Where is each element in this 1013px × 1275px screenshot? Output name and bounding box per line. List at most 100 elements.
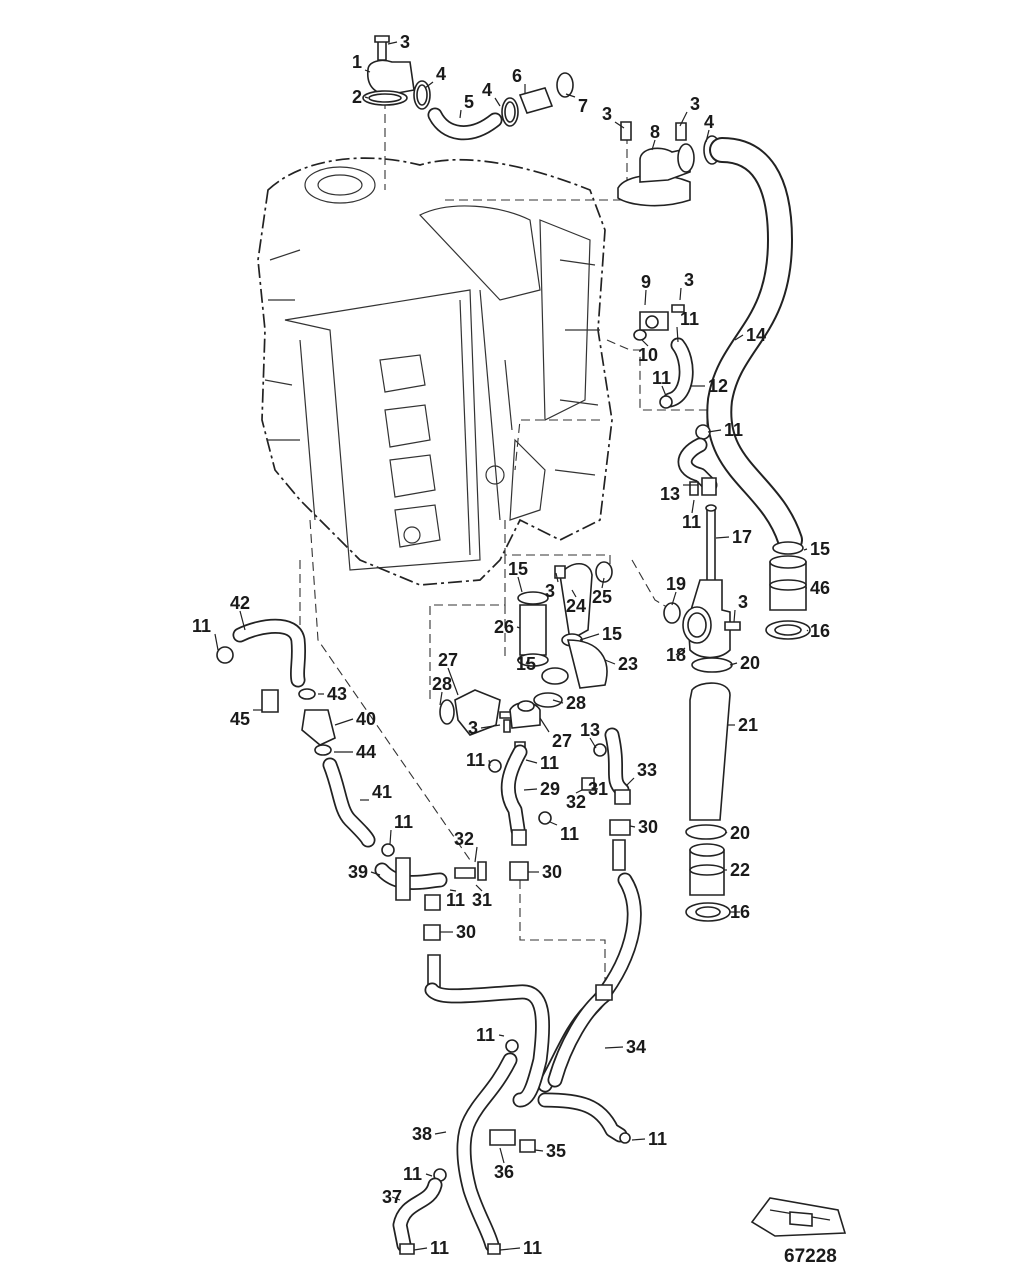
callout-41: 41 <box>372 782 392 802</box>
callout-26: 26 <box>494 617 514 637</box>
callout-leader-12 <box>644 289 647 306</box>
callout-1: 1 <box>352 52 362 72</box>
callout-leader-16 <box>734 334 744 341</box>
bottom-hose-assembly <box>392 954 631 1255</box>
callout-leader-37 <box>675 647 686 656</box>
fitting-33-assembly <box>581 727 631 805</box>
callout-9: 9 <box>641 272 651 292</box>
callout-15: 15 <box>516 654 536 674</box>
callout-leader-31 <box>516 626 521 629</box>
left-hose-assembly <box>216 618 376 848</box>
callout-11: 11 <box>560 824 579 844</box>
callout-leader-29 <box>671 591 677 606</box>
boat-orientation-icon <box>750 1197 847 1237</box>
callout-leader-4 <box>364 96 369 99</box>
callout-38: 38 <box>412 1124 432 1144</box>
callout-leader-55 <box>591 787 599 790</box>
callout-34: 34 <box>626 1037 646 1057</box>
callout-leader-10 <box>651 139 656 151</box>
callout-leader-78 <box>413 1247 428 1251</box>
callout-22: 22 <box>730 860 750 880</box>
callout-32: 32 <box>454 829 474 849</box>
callout-36: 36 <box>494 1162 514 1182</box>
fitting-9-assembly <box>633 304 694 409</box>
callout-3: 3 <box>684 270 694 290</box>
callout-leader-36 <box>214 633 219 651</box>
callout-leader-21 <box>691 499 695 514</box>
callout-11: 11 <box>466 750 485 770</box>
callout-leader-76 <box>425 1173 433 1177</box>
callout-leader-53 <box>625 777 635 787</box>
callout-leader-7 <box>565 93 576 98</box>
callout-27: 27 <box>438 650 458 670</box>
callout-13: 13 <box>580 720 600 740</box>
callout-4: 4 <box>436 64 446 84</box>
callout-leader-42 <box>552 699 564 704</box>
callout-leaders <box>214 41 809 1251</box>
callout-leader-19 <box>707 429 722 433</box>
callout-3: 3 <box>738 592 748 612</box>
callout-28: 28 <box>566 693 586 713</box>
callout-6: 6 <box>512 66 522 86</box>
figure-number: 67228 <box>784 1246 837 1267</box>
callout-leader-6 <box>459 109 462 119</box>
callout-29: 29 <box>540 779 560 799</box>
callout-leader-17 <box>661 385 667 397</box>
callout-16: 16 <box>730 902 750 922</box>
callout-leader-22 <box>715 536 730 539</box>
callout-leader-74 <box>534 1149 544 1152</box>
callout-30: 30 <box>638 817 658 837</box>
callout-11: 11 <box>540 753 559 773</box>
callout-3: 3 <box>690 94 700 114</box>
callout-17: 17 <box>732 527 752 547</box>
callout-19: 19 <box>666 574 686 594</box>
callout-leader-70 <box>498 1034 505 1037</box>
callout-leader-34 <box>806 629 809 632</box>
callout-leader-8 <box>614 121 625 129</box>
callout-23: 23 <box>618 654 638 674</box>
callout-12: 12 <box>708 376 728 396</box>
callout-leader-54 <box>523 788 538 791</box>
callout-leader-27 <box>571 589 577 598</box>
callout-20: 20 <box>740 653 760 673</box>
callout-31: 31 <box>472 890 492 910</box>
callout-28: 28 <box>432 674 452 694</box>
callout-18: 18 <box>666 645 686 665</box>
callout-11: 11 <box>682 512 701 532</box>
callout-leader-39 <box>604 659 616 665</box>
thermostat-elbow-assembly <box>362 35 574 141</box>
callout-24: 24 <box>566 596 586 616</box>
center-water-pump-outlet <box>517 561 613 708</box>
callout-16: 16 <box>810 621 830 641</box>
callout-leader-71 <box>604 1046 624 1049</box>
callout-leader-52 <box>525 759 538 764</box>
callout-leader-46 <box>480 724 501 729</box>
hose-34-assembly <box>537 819 642 1093</box>
callout-leader-32 <box>525 659 529 665</box>
callout-25: 25 <box>592 587 612 607</box>
callout-37: 37 <box>382 1187 402 1207</box>
callout-leader-0 <box>387 41 398 45</box>
callout-leader-49 <box>589 737 597 749</box>
callout-11: 11 <box>430 1238 449 1258</box>
callout-32: 32 <box>566 792 586 812</box>
callout-33: 33 <box>637 760 657 780</box>
callout-3: 3 <box>400 32 410 52</box>
callout-leader-35 <box>239 610 246 631</box>
callout-leader-41 <box>439 691 443 706</box>
callout-leader-58 <box>389 829 392 845</box>
callout-13: 13 <box>660 484 680 504</box>
callout-11: 11 <box>403 1164 422 1184</box>
callout-leader-33 <box>579 633 600 641</box>
callout-42: 42 <box>230 593 250 613</box>
callout-39: 39 <box>348 862 368 882</box>
callout-11: 11 <box>648 1129 667 1149</box>
callout-3: 3 <box>545 581 555 601</box>
callout-44: 44 <box>356 742 376 762</box>
callout-43: 43 <box>327 684 347 704</box>
callout-30: 30 <box>456 922 476 942</box>
callout-leader-40 <box>447 667 459 696</box>
callout-11: 11 <box>476 1025 495 1045</box>
thermostat-housing-lower <box>663 504 741 659</box>
